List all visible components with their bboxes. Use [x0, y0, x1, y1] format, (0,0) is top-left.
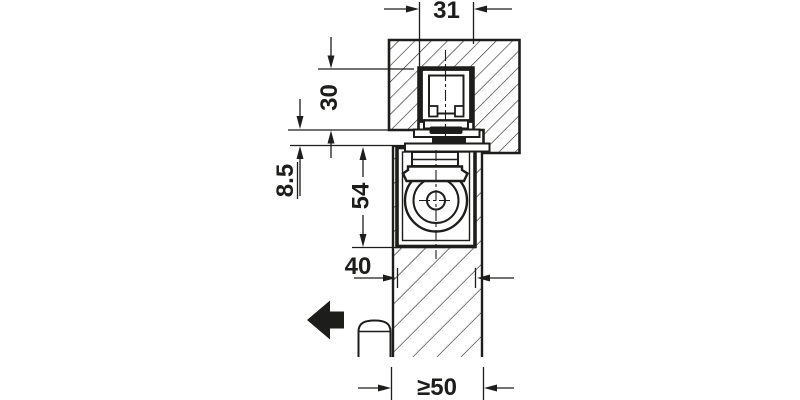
- label-body-height: 54: [348, 182, 375, 209]
- dimension-channel-width: [384, 2, 512, 110]
- spindle-dark-band: [432, 137, 466, 144]
- channel-lip-right: [454, 105, 465, 118]
- label-channel-width: 31: [433, 0, 460, 24]
- label-door-thickness: 40: [345, 253, 372, 280]
- dimension-door-thickness: [354, 268, 514, 288]
- dimension-min-reveal: [358, 367, 514, 400]
- pinion-circles: [401, 165, 470, 233]
- centerlines: [419, 50, 453, 259]
- valve-cap: [401, 165, 470, 183]
- dimension-frame-door-gap: [288, 99, 392, 199]
- label-min-reveal: ≥50: [417, 374, 457, 400]
- label-frame-door-gap: 8.5: [272, 164, 299, 197]
- dimension-channel-height: [318, 37, 414, 158]
- dimension-labels: 31 30 8.5 54 40 ≥50: [272, 0, 460, 400]
- label-channel-height: 30: [316, 84, 343, 111]
- dimension-body-height: [352, 147, 397, 249]
- dimension-lines: [288, 2, 514, 400]
- opening-direction-arrow-icon: [307, 300, 344, 340]
- channel-lip-left: [428, 105, 439, 118]
- door-handle-knob: [357, 319, 392, 357]
- mounting-flange: [404, 142, 491, 153]
